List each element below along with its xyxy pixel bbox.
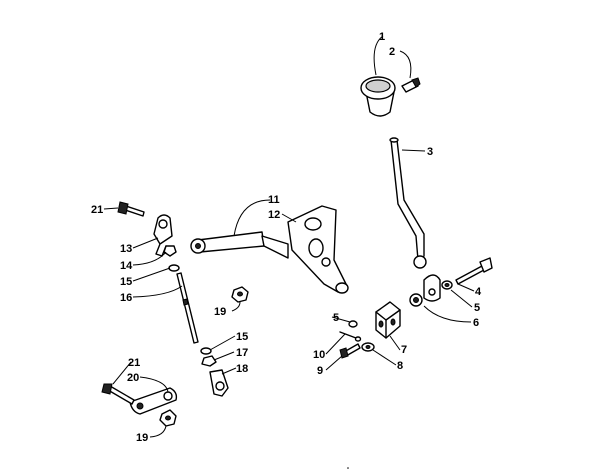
washer-left — [348, 320, 358, 328]
shift-lever — [389, 137, 427, 269]
washer-15-top — [168, 264, 180, 272]
callout-13: 13 — [120, 243, 132, 255]
callout-19-lower: 19 — [136, 432, 148, 444]
callout-3: 3 — [427, 146, 433, 158]
callout-10: 10 — [313, 349, 325, 361]
callout-2: 2 — [389, 46, 395, 58]
callout-19-mid: 19 — [214, 306, 226, 318]
callout-8: 8 — [397, 360, 403, 372]
callout-1: 1 — [379, 31, 385, 43]
bolt-21-lower — [101, 383, 135, 405]
nut-17 — [201, 355, 217, 367]
callout-21-top: 21 — [91, 204, 103, 216]
callout-7: 7 — [401, 344, 407, 356]
shift-arm — [190, 231, 289, 259]
callout-14: 14 — [120, 260, 133, 272]
nut-19-mid — [231, 286, 249, 303]
set-screw — [401, 77, 421, 93]
bolt-9 — [339, 343, 361, 359]
callout-18: 18 — [236, 363, 248, 375]
callout-21-lower: 21 — [128, 357, 140, 369]
stray-dot — [347, 467, 349, 469]
callout-20: 20 — [127, 372, 139, 384]
lever-bracket — [409, 274, 441, 307]
washer-8 — [361, 342, 375, 352]
callout-5-right: 5 — [474, 302, 480, 314]
washer-15-lower — [200, 347, 212, 355]
pivot-bolt — [455, 257, 493, 285]
mounting-plate — [287, 205, 349, 294]
callout-9: 9 — [317, 365, 323, 377]
lower-link — [129, 387, 178, 415]
callout-6: 6 — [473, 317, 479, 329]
washer-right — [441, 280, 453, 290]
callout-16: 16 — [120, 292, 132, 304]
shift-rod — [176, 272, 199, 344]
mounting-block — [375, 301, 401, 339]
ball-joint-top — [153, 214, 173, 257]
callout-12: 12 — [268, 209, 280, 221]
callout-15-top: 15 — [120, 276, 132, 288]
callout-11: 11 — [268, 194, 280, 206]
nut-14 — [163, 245, 177, 257]
shift-knob — [360, 76, 396, 117]
cotter-pin — [339, 331, 362, 342]
callout-5-left: 5 — [333, 312, 339, 324]
ball-joint-lower — [209, 369, 229, 397]
bolt-21-top — [117, 201, 145, 217]
callout-15-lower: 15 — [236, 331, 248, 343]
nut-19-lower — [159, 409, 177, 427]
leader-lines — [103, 35, 475, 438]
callout-4: 4 — [475, 286, 482, 298]
callout-17: 17 — [236, 347, 248, 359]
